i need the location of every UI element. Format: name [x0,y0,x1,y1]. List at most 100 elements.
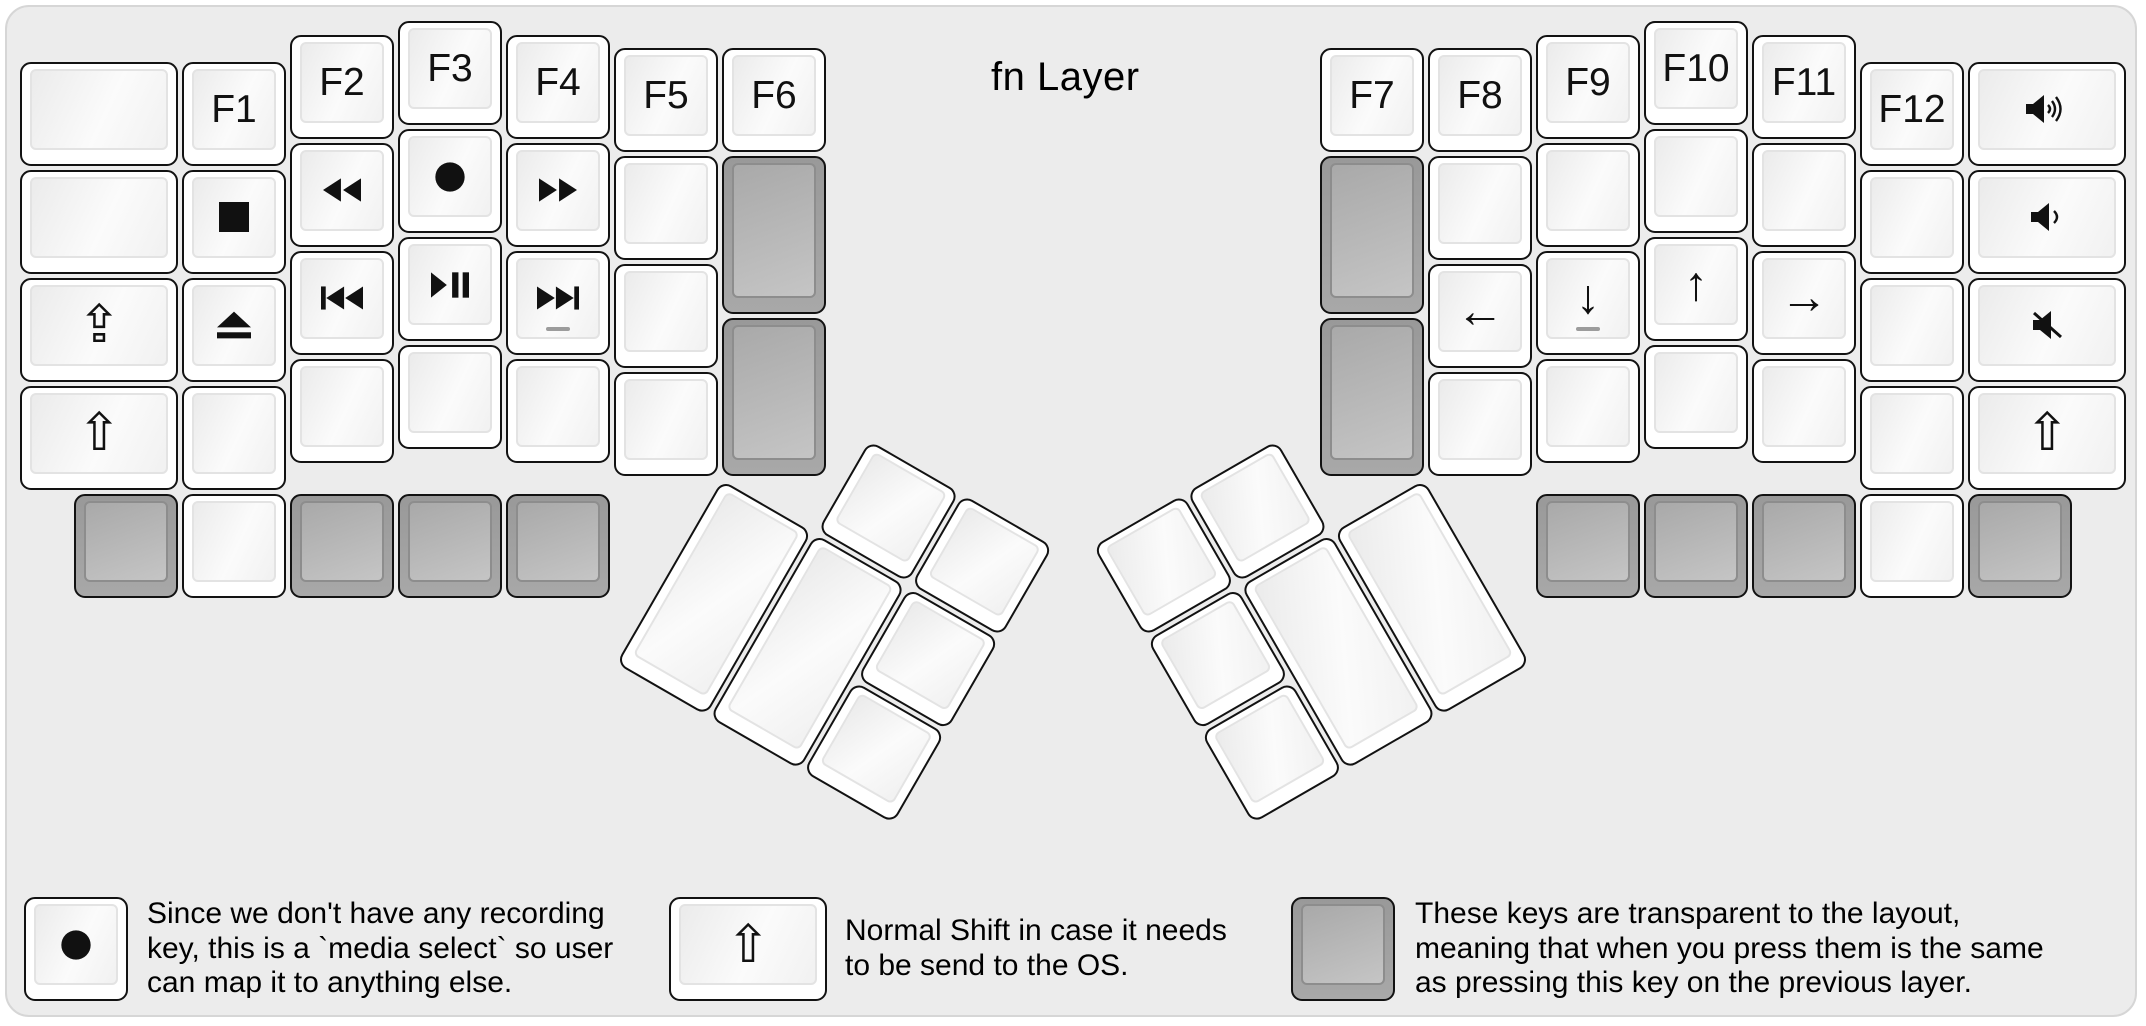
key-label: F7 [1349,74,1395,117]
key-transparent [398,493,502,598]
mute-icon [2027,310,2067,340]
key-label: F2 [319,60,365,104]
legend-line: Since we don't have any recording [147,897,605,930]
record-icon [60,929,92,961]
keycap-top [192,284,276,366]
key-transparent [1644,493,1748,598]
key-label: F10 [1662,47,1730,90]
key-f5: F5 [614,48,718,152]
keycap-top: → [1762,257,1846,339]
key-blank [290,358,394,463]
key-arrow-right: → [1752,250,1856,355]
keycap-top [1654,136,1738,217]
key-transparent [1320,318,1424,476]
key-blank [1536,142,1640,247]
key-record [398,129,502,233]
keycap-top [1762,500,1846,582]
legend-text-media-select: Since we don't have any recording key, t… [147,897,613,1001]
keycap-top: F6 [732,55,816,136]
keycap-top [300,500,384,582]
keycap-top [624,271,708,352]
keycap-top [1438,163,1522,244]
keycap-top: F4 [516,41,600,123]
key-label: F9 [1565,60,1611,104]
keycap-top: F11 [1762,41,1846,123]
key-label: F3 [427,47,473,90]
legend-text-transparent: These keys are transparent to the layout… [1415,897,2044,1001]
keycap-top [1978,500,2062,582]
key-next-track [506,250,610,355]
arrow-right-icon: → [1780,271,1828,324]
key-f9: F9 [1536,34,1640,139]
key-volume-down [1968,169,2126,274]
key-shift: ⇧ [669,897,827,1001]
keycap-top [1978,176,2116,258]
keycap-top: ↑ [1654,244,1738,325]
next-track-icon [537,286,579,310]
keycap-top [300,365,384,447]
key-transparent [1320,156,1424,314]
legend-line: meaning that when you press them is the … [1415,931,2044,965]
keycap-top [1870,176,1954,258]
key-eject [182,277,286,382]
caps-lock-icon: ⇪ [77,296,121,354]
key-blank [1428,372,1532,476]
legend-line: These keys are transparent to the layout… [1415,897,1961,930]
key-transparent [1968,493,2072,598]
prev-track-icon [321,286,363,310]
key-fast-forward [506,142,610,247]
key-blank [1644,129,1748,233]
key-transparent [1752,493,1856,598]
keycap-top [834,451,948,564]
keycap-top [732,325,816,460]
keycap-top [1870,500,1954,582]
legend: Since we don't have any recording key, t… [0,894,2146,1019]
key-label: F5 [643,74,689,117]
keycap-top [408,500,492,582]
keycap-top: F2 [300,41,384,123]
key-label: F12 [1878,87,1946,131]
rewind-icon [323,178,361,202]
key-blank [20,169,178,274]
key-f4: F4 [506,34,610,139]
key-mute [1968,277,2126,382]
keycap-top: F8 [1438,55,1522,136]
key-caps-lock: ⇪ [20,277,178,382]
keycap-top: F5 [624,55,708,136]
keycap-top [1654,352,1738,433]
key-record [24,897,128,1001]
shift-icon: ⇧ [77,404,121,462]
key-shift: ⇧ [1968,385,2126,490]
keycap-top [1546,149,1630,231]
key-label: F1 [211,87,257,131]
key-blank [1536,358,1640,463]
stop-icon [219,202,249,232]
arrow-left-icon: ← [1456,284,1504,338]
legend-line: Normal Shift in case it needs [845,914,1227,947]
keycap-top [408,352,492,433]
key-rewind [290,142,394,247]
shift-icon: ⇧ [726,915,770,974]
keycap-top [1978,284,2116,366]
keycap-top [624,163,708,244]
key-f7: F7 [1320,48,1424,152]
key-f1: F1 [182,61,286,166]
keycap-top [1301,904,1385,985]
keycap-top [300,257,384,339]
key-stop [182,169,286,274]
keycap-top [1105,505,1219,618]
keycap-top: ⇪ [30,284,168,366]
fast-forward-icon [539,178,577,202]
keycap-top: F12 [1870,68,1954,150]
key-transparent [722,318,826,476]
layer-title: fn Layer [991,55,1140,99]
keycap-top [1762,149,1846,231]
play-pause-icon [431,271,469,298]
volume-up-icon [2024,94,2070,124]
keycap-top [1330,163,1414,298]
key-volume-up [1968,61,2126,166]
keycap-top [1870,392,1954,474]
keycap-top [192,392,276,474]
key-blank [1428,156,1532,260]
keycap-top [34,904,118,985]
